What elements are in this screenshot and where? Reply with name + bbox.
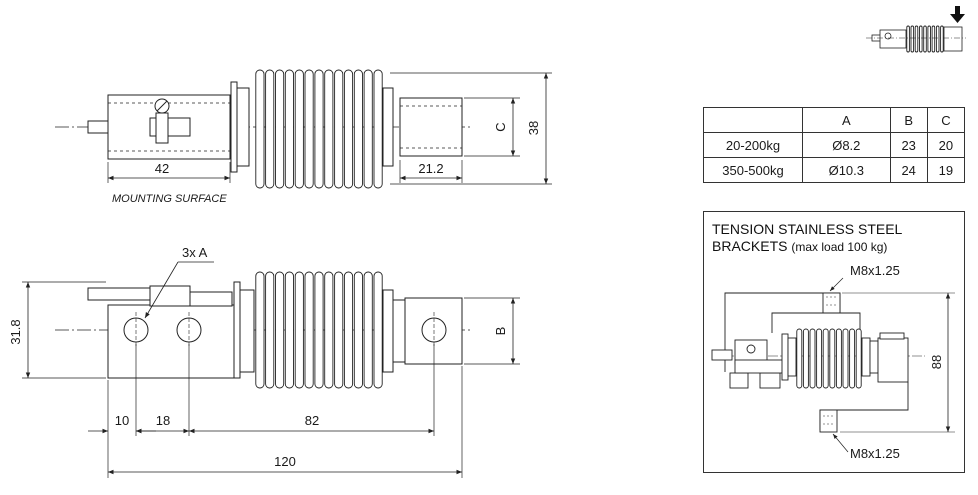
mounting-surface-label: MOUNTING SURFACE [112,193,227,205]
table-header [703,107,803,133]
bellows-fold [855,328,862,389]
dim-18-label: 18 [156,413,170,428]
dim-88-label: 88 [929,355,944,369]
dim-c-label: C [493,122,508,131]
table-cell: 24 [889,157,928,183]
bellows-top [255,69,383,189]
bellows-fold [809,328,816,389]
bellows-fold [927,25,931,53]
bellows-fold [842,328,849,389]
thread-top-label: M8x1.25 [850,263,900,278]
bellows-fold [829,328,836,389]
bracket-title-line1: TENSION STAINLESS STEEL [712,221,903,237]
bellows-fold [914,25,919,53]
bellows-fold [816,328,823,389]
table-row: 350-500kg Ø10.3 24 19 [703,157,966,183]
bellows-fold [314,69,324,189]
bellows-fold [822,328,829,389]
bellows-fold [906,25,910,53]
front-view [22,261,520,478]
bellows-fold [294,69,304,189]
holes-label: 3x A [182,245,208,260]
dim-31-8-label: 31.8 [8,319,23,344]
dim-21-2-label: 21.2 [418,161,443,176]
table-cell: 20-200kg [703,132,803,158]
bracket-title-brackets: BRACKETS [712,238,788,254]
dim-82-label: 82 [305,413,319,428]
table-header-row: A B C [703,107,966,133]
bellows-fold [265,271,275,389]
bellows-fold [343,271,354,389]
bellows-fold [334,69,344,189]
bellows-front [255,271,383,389]
load-arrow-icon [950,6,965,23]
dim-b-label: B [493,327,508,336]
bellows-fold [334,271,344,389]
bellows-fold [931,25,936,53]
bracket-view [711,277,955,453]
bellows-fold [304,271,314,389]
dim-42-label: 42 [155,161,169,176]
thread-bottom-label: M8x1.25 [850,446,900,461]
bellows-fold [835,328,842,389]
bellows-fold [353,271,363,389]
bellows-fold [324,69,334,189]
bellows-fold [275,271,285,389]
bellows-fold [255,69,265,189]
bellows-fold [304,69,314,189]
table-row: 20-200kg Ø8.2 23 20 [703,132,966,158]
bellows-fold [314,271,324,389]
bellows-fold [802,328,809,389]
bracket-title-line2: BRACKETS (max load 100 kg) [712,238,902,256]
bellows-fold [935,25,940,53]
bellows-fold [284,69,294,189]
bellows-fold [294,271,304,389]
bellows-fold [373,271,383,389]
dim-120-label: 120 [274,454,296,469]
dim-38-label: 38 [526,121,541,135]
table-cell: 350-500kg [703,157,803,183]
bellows-fold [275,69,285,189]
bellows-fold [919,25,923,53]
bellows-fold [849,328,856,389]
bellows-fold [324,271,334,389]
bellows-fold [265,69,275,189]
table-cell: Ø8.2 [802,132,891,158]
table-cell: 23 [889,132,928,158]
dim-10-label: 10 [115,413,129,428]
bellows-fold [373,69,383,189]
bellows-fold [910,25,915,53]
table-header: A [802,107,891,133]
table-header: B [889,107,928,133]
bellows-fold [940,25,944,53]
bracket-title-note: (max load 100 kg) [791,240,888,254]
bellows-fold [796,328,803,389]
bracket-title: TENSION STAINLESS STEEL BRACKETS (max lo… [712,221,902,256]
table-cell: 20 [926,132,966,158]
bellows-fold [343,69,354,189]
load-cell-thumbnail [866,25,966,53]
bellows-fold [923,25,927,53]
table-cell: 19 [926,157,966,183]
top-view [55,69,552,189]
bellows-fold [284,271,294,389]
bellows-fold [363,69,373,189]
table-cell: Ø10.3 [802,157,891,183]
dimension-table: A B C 20-200kg Ø8.2 23 20 350-500kg Ø10.… [703,107,966,183]
table-header: C [926,107,966,133]
bellows-fold [255,271,265,389]
bellows-fold [353,69,363,189]
bracket-panel: TENSION STAINLESS STEEL BRACKETS (max lo… [703,211,965,473]
bellows-fold [363,271,373,389]
